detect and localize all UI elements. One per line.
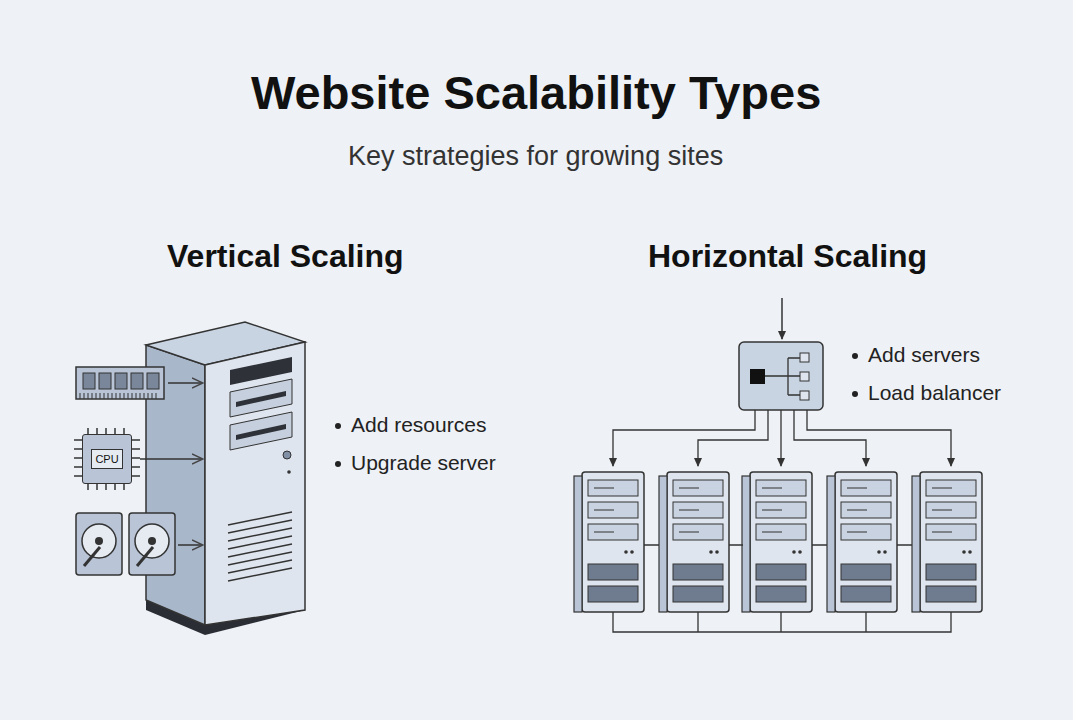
cpu-pins — [74, 428, 140, 490]
title: Website Scalability Types — [251, 65, 821, 120]
server-rack — [659, 472, 729, 612]
server-rack — [574, 472, 644, 612]
server-rack — [912, 472, 982, 612]
ram-module — [76, 367, 202, 399]
server-links — [613, 545, 951, 632]
section-heading: Vertical Scaling — [167, 238, 404, 275]
server-tower — [146, 322, 305, 635]
cpu-chip: CPU — [82, 434, 132, 484]
load-balancer — [739, 342, 823, 410]
section-heading: Horizontal Scaling — [648, 238, 927, 275]
bullet-text: Upgrade server — [351, 451, 496, 475]
bullet-dot — [852, 391, 858, 397]
bullet-dot — [852, 353, 858, 359]
subtitle: Key strategies for growing sites — [348, 141, 723, 172]
distribution-lines — [613, 410, 951, 466]
server-rack — [827, 472, 897, 612]
bullet-dot — [335, 423, 341, 429]
hard-disks — [76, 513, 202, 575]
bullet-text: Add resources — [351, 413, 486, 437]
bullet-text: Add servers — [868, 343, 980, 367]
server-rack — [742, 472, 812, 612]
chip-label: CPU — [95, 453, 118, 465]
bullet-dot — [335, 461, 341, 467]
cpu-core: CPU — [91, 449, 122, 469]
bullet-text: Load balancer — [868, 381, 1001, 405]
